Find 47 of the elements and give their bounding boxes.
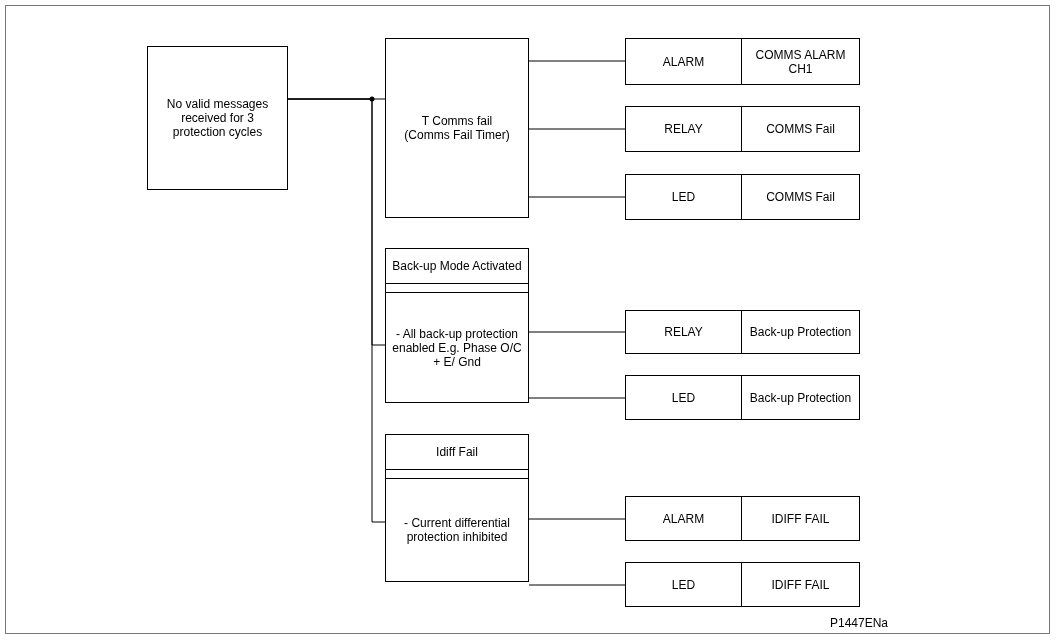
box-description: - Current differential protection inhibited [403,516,511,544]
connector-line [528,584,626,586]
box-label: IDIFF FAIL [771,577,830,592]
output-box [741,496,860,541]
box-label: COMMS ALARM CH1 [754,47,847,76]
output-box [625,174,742,220]
box-label: LED [671,577,696,592]
connector-line [528,397,626,399]
figure-code: P1447ENa [829,616,888,630]
box-heading: Back-up Mode Activated [392,259,522,273]
box-label: LED [671,190,696,204]
output-box [625,375,742,420]
connector-line [528,60,626,62]
process-box [147,46,288,190]
box-heading: Idiff Fail [436,445,478,459]
box-label: LED [671,390,696,405]
connector-line [528,196,626,198]
box-label: COMMS Fail [766,190,835,204]
connector-line [528,128,626,130]
box-label: No valid messages received for 3 protection cycles [165,97,270,139]
connector-line [287,98,386,523]
output-box [741,562,860,607]
state-box [385,248,529,403]
box-label: IDIFF FAIL [771,511,830,526]
connector-line [528,518,626,520]
box-label: RELAY [664,325,703,339]
state-box [385,434,529,582]
box-label: ALARM [662,511,705,526]
box-label: Back-up Protection [749,390,852,405]
box-label: ALARM [662,54,705,69]
box-label: COMMS Fail [766,122,835,136]
output-box [625,310,742,354]
box-description: - All back-up protection enabled E.g. Phase O/C + E/ Gnd [391,326,523,369]
output-box [741,106,860,152]
box-label: T Comms fail (Comms Fail Timer) [403,114,511,142]
output-box [625,106,742,152]
process-box [385,38,529,218]
output-box [625,496,742,541]
box-label: Back-up Protection [749,325,852,339]
output-box [741,174,860,220]
connector-line [528,331,626,333]
box-label: RELAY [664,122,703,136]
output-box [625,38,742,85]
output-box [741,38,860,85]
output-box [625,562,742,607]
output-box [741,310,860,354]
output-box [741,375,860,420]
